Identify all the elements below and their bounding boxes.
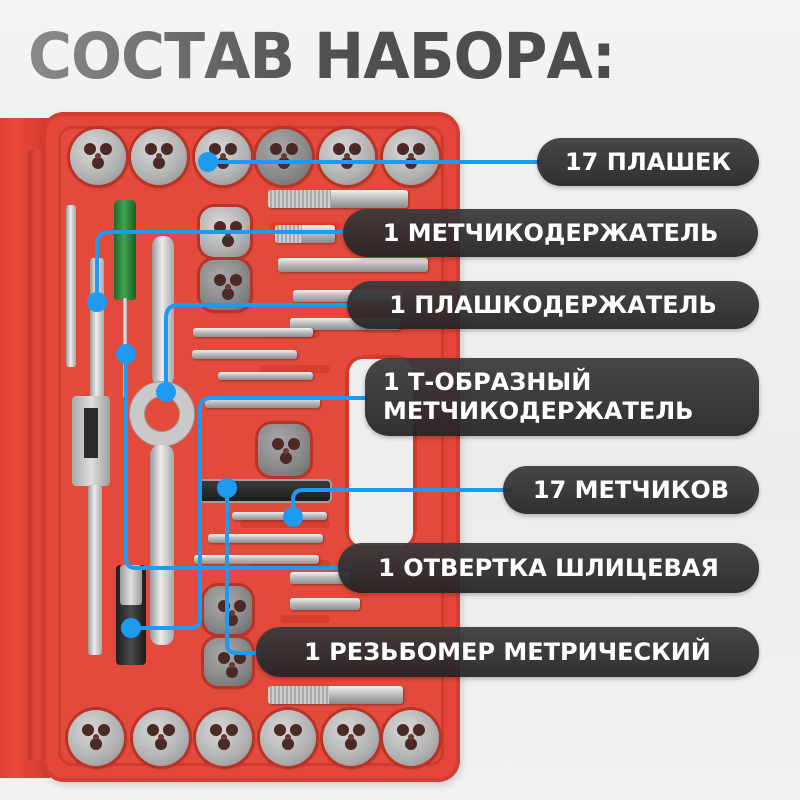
die-icon	[195, 129, 251, 185]
die-icon	[319, 129, 375, 185]
label-screwdriver: 1 ОТВЕРТКА ШЛИЦЕВАЯ	[338, 543, 759, 593]
die-icon	[70, 129, 126, 185]
label-dies: 17 ПЛАШЕК	[537, 138, 759, 186]
tap-icon	[232, 512, 327, 520]
label-die-holder: 1 ПЛАШКОДЕРЖАТЕЛЬ	[347, 281, 759, 329]
die-icon	[383, 710, 439, 766]
tap-icon	[205, 398, 320, 408]
label-tap-holder: 1 МЕТЧИКОДЕРЖАТЕЛЬ	[343, 209, 758, 257]
tap-icon	[268, 190, 408, 208]
tap-icon	[208, 534, 323, 543]
t-tap-holder-tool-top	[120, 565, 142, 605]
tap-icon	[290, 598, 360, 610]
tap-wrench-body	[72, 396, 110, 486]
tap-wrench-rod	[66, 205, 76, 367]
die-icon	[258, 424, 310, 476]
screwdriver-shaft	[123, 298, 127, 398]
label-text: 1 РЕЗЬБОМЕР МЕТРИЧЕСКИЙ	[304, 638, 711, 666]
die-icon	[68, 710, 124, 766]
die-icon	[383, 129, 439, 185]
label-text: 1 ОТВЕРТКА ШЛИЦЕВАЯ	[378, 554, 719, 582]
die-wrench-handle	[152, 236, 174, 386]
die-icon	[323, 710, 379, 766]
page-title: СОСТАВ НАБОРА:	[28, 20, 768, 94]
label-thread-gauge: 1 РЕЗЬБОМЕР МЕТРИЧЕСКИЙ	[256, 627, 759, 677]
die-icon	[256, 129, 312, 185]
tap-icon	[193, 328, 313, 337]
die-wrench-handle	[150, 445, 174, 645]
die-wrench-ring	[130, 382, 194, 446]
label-taps: 17 МЕТЧИКОВ	[503, 466, 759, 514]
die-icon	[260, 710, 316, 766]
die-icon	[204, 638, 252, 686]
label-text-line2: МЕТЧИКОДЕРЖАТЕЛЬ	[383, 397, 694, 425]
die-icon	[196, 710, 252, 766]
label-text: 1 МЕТЧИКОДЕРЖАТЕЛЬ	[382, 219, 719, 247]
tap-icon	[194, 555, 319, 564]
tray-rib	[280, 615, 330, 623]
label-t-tap-holder: 1 Т-ОБРАЗНЫЙ МЕТЧИКОДЕРЖАТЕЛЬ	[365, 358, 759, 436]
die-icon	[200, 260, 250, 310]
die-icon	[204, 586, 252, 634]
label-text: 1 ПЛАШКОДЕРЖАТЕЛЬ	[389, 291, 717, 319]
label-text: 17 ПЛАШЕК	[564, 148, 731, 176]
thread-gauge-tool	[200, 481, 330, 501]
die-icon	[133, 710, 189, 766]
tray-rib	[240, 520, 330, 528]
tap-icon	[275, 225, 335, 243]
die-icon	[131, 129, 187, 185]
tap-icon	[218, 372, 313, 380]
screwdriver-handle	[114, 200, 136, 300]
die-icon	[200, 207, 250, 257]
tap-wrench-handle	[88, 485, 102, 655]
tap-icon	[268, 686, 403, 704]
tap-icon	[278, 258, 428, 272]
label-text: 17 МЕТЧИКОВ	[532, 476, 730, 504]
label-text-line1: 1 Т-ОБРАЗНЫЙ	[383, 368, 592, 396]
tap-wrench-handle	[90, 258, 104, 398]
tap-icon	[192, 350, 297, 359]
